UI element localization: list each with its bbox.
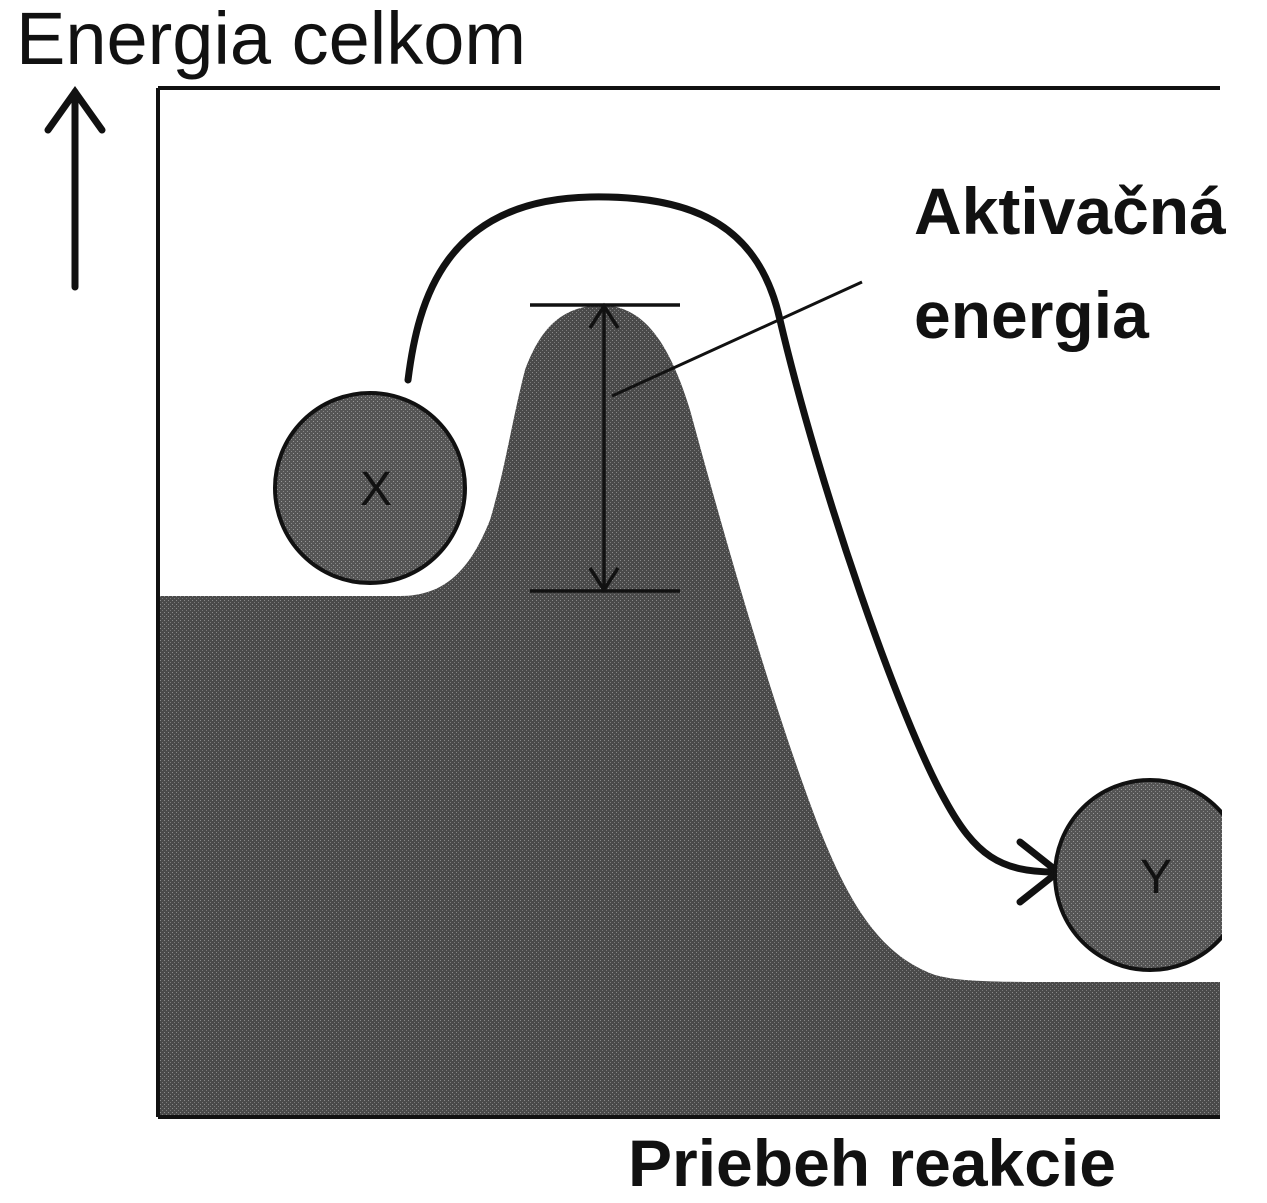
y-axis-arrow-icon xyxy=(44,85,106,291)
product-label: Y xyxy=(1140,851,1172,904)
product-ball: Y xyxy=(1053,778,1247,972)
x-axis-label: Priebeh reakcie xyxy=(628,1126,1116,1200)
annotation-line-2: energia xyxy=(914,278,1150,352)
plot-frame xyxy=(156,86,1220,1119)
reactant-label: X xyxy=(360,463,392,516)
annotation-leader-line xyxy=(611,280,863,398)
y-axis-label: Energia celkom xyxy=(16,0,526,80)
annotation-line-1: Aktivačná xyxy=(914,174,1226,248)
activation-energy-bracket xyxy=(530,302,680,594)
energy-landscape xyxy=(160,305,1220,1115)
reactant-ball: X xyxy=(273,391,467,585)
